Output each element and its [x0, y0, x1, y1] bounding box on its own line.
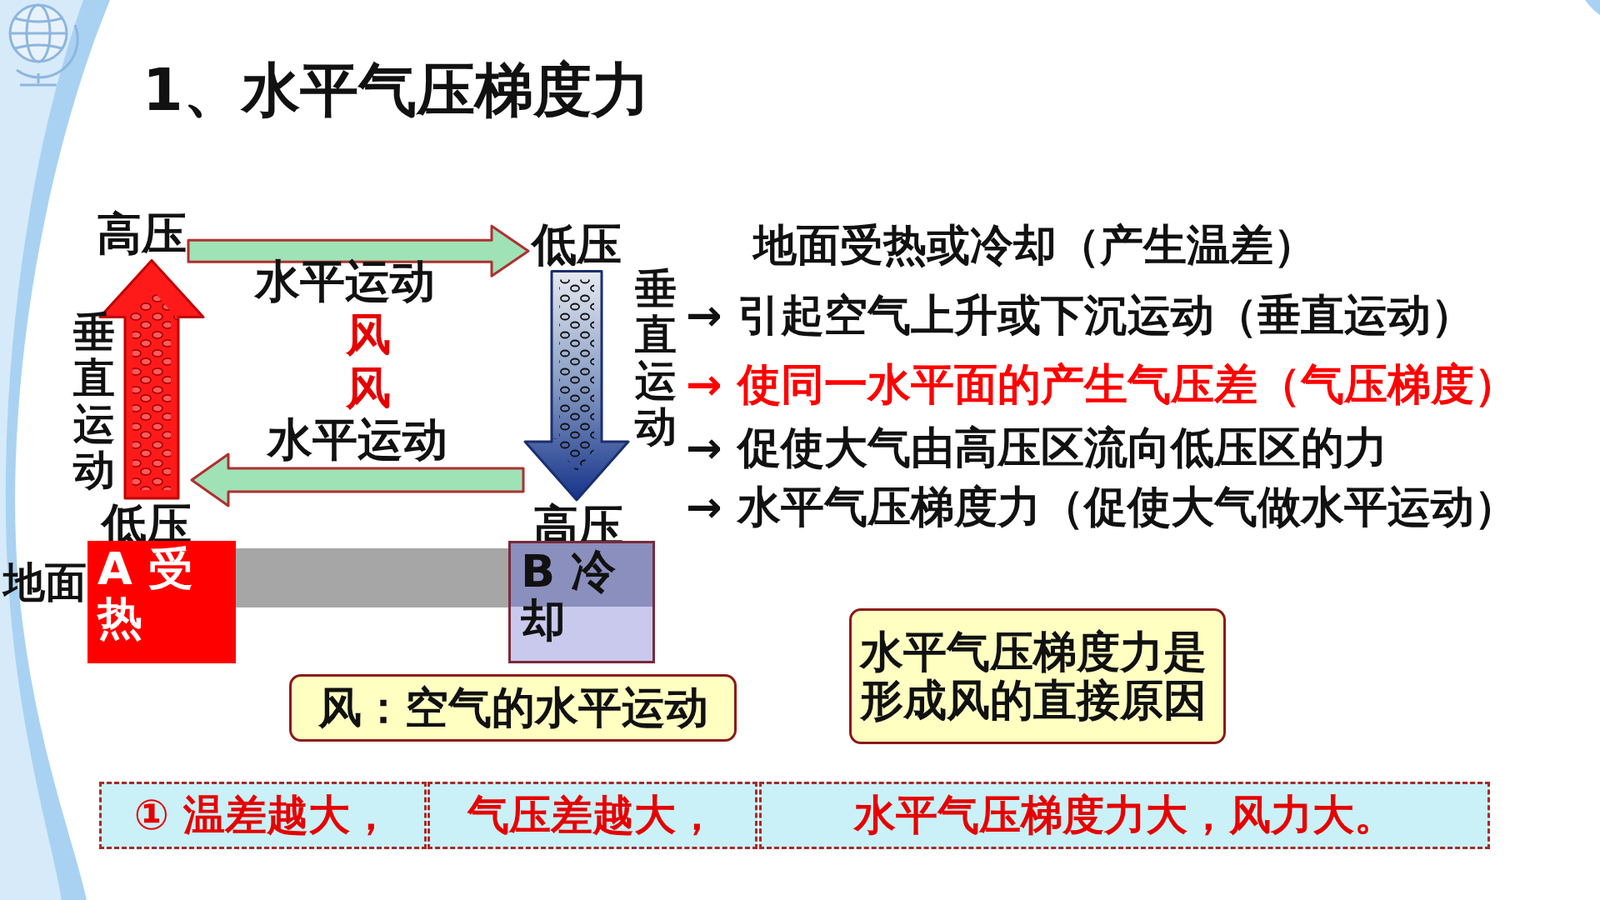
ground-bar	[235, 548, 509, 608]
conclusion-box: 水平气压梯度力是形成风的直接原因	[849, 608, 1226, 745]
pressure-label: 低压	[531, 220, 622, 270]
process-line: → 促使大气由高压区流向低压区的力	[685, 424, 1388, 472]
node-text: 气压差越大，	[467, 792, 718, 839]
node-text: ① 温差越大，	[134, 792, 393, 839]
node-text: 水平气压梯度力是形成风的直接原因	[860, 628, 1215, 724]
globe-icon	[10, 5, 78, 85]
chain-step-box: 水平气压梯度力大，风力大。	[759, 781, 1490, 850]
arrow-body	[525, 270, 629, 500]
definition-box: 风：空气的水平运动	[289, 674, 737, 742]
slide-title: 1、水平气压梯度力	[142, 58, 650, 123]
process-line: → 使同一水平面的产生气压差（气压梯度）	[685, 360, 1518, 409]
node-text: 高压	[96, 209, 187, 259]
chain-step-box: 气压差越大，	[427, 781, 758, 850]
node-text: 水平气压梯度力大，风力大。	[854, 792, 1396, 839]
motion-label: 垂直运动	[635, 266, 677, 450]
node-text: 低压	[531, 220, 622, 270]
process-line: → 水平气压梯度力（促使大气做水平运动）	[685, 483, 1518, 531]
side-band-inner	[0, 0, 84, 900]
process-line: 地面受热或冷却（产生温差）	[753, 221, 1317, 270]
cooled-ground: B 冷却	[508, 540, 655, 664]
vertical-flow-arrow	[525, 270, 629, 500]
motion-label: 水平运动	[255, 256, 435, 306]
arrow-body	[100, 260, 204, 499]
heated-ground: A 受热	[87, 540, 236, 664]
motion-label: 水平运动	[267, 415, 448, 465]
wind-label: 风	[345, 310, 391, 360]
node-text: A 受热	[97, 544, 218, 644]
air-particles	[550, 279, 604, 472]
node-text: 风：空气的水平运动	[318, 684, 709, 732]
process-line: → 引起空气上升或下沉运动（垂直运动）	[685, 291, 1475, 340]
air-particles	[125, 288, 179, 490]
pressure-label: 高压	[96, 209, 187, 259]
motion-label: 垂直运动	[73, 310, 115, 494]
wind-label: 风	[345, 363, 391, 413]
ground-label: 地面	[3, 560, 87, 606]
corner-band	[1585, 0, 1600, 15]
vertical-flow-arrow	[100, 260, 204, 499]
node-text: B 冷却	[520, 546, 635, 646]
chain-step-box: ① 温差越大，	[99, 781, 427, 850]
